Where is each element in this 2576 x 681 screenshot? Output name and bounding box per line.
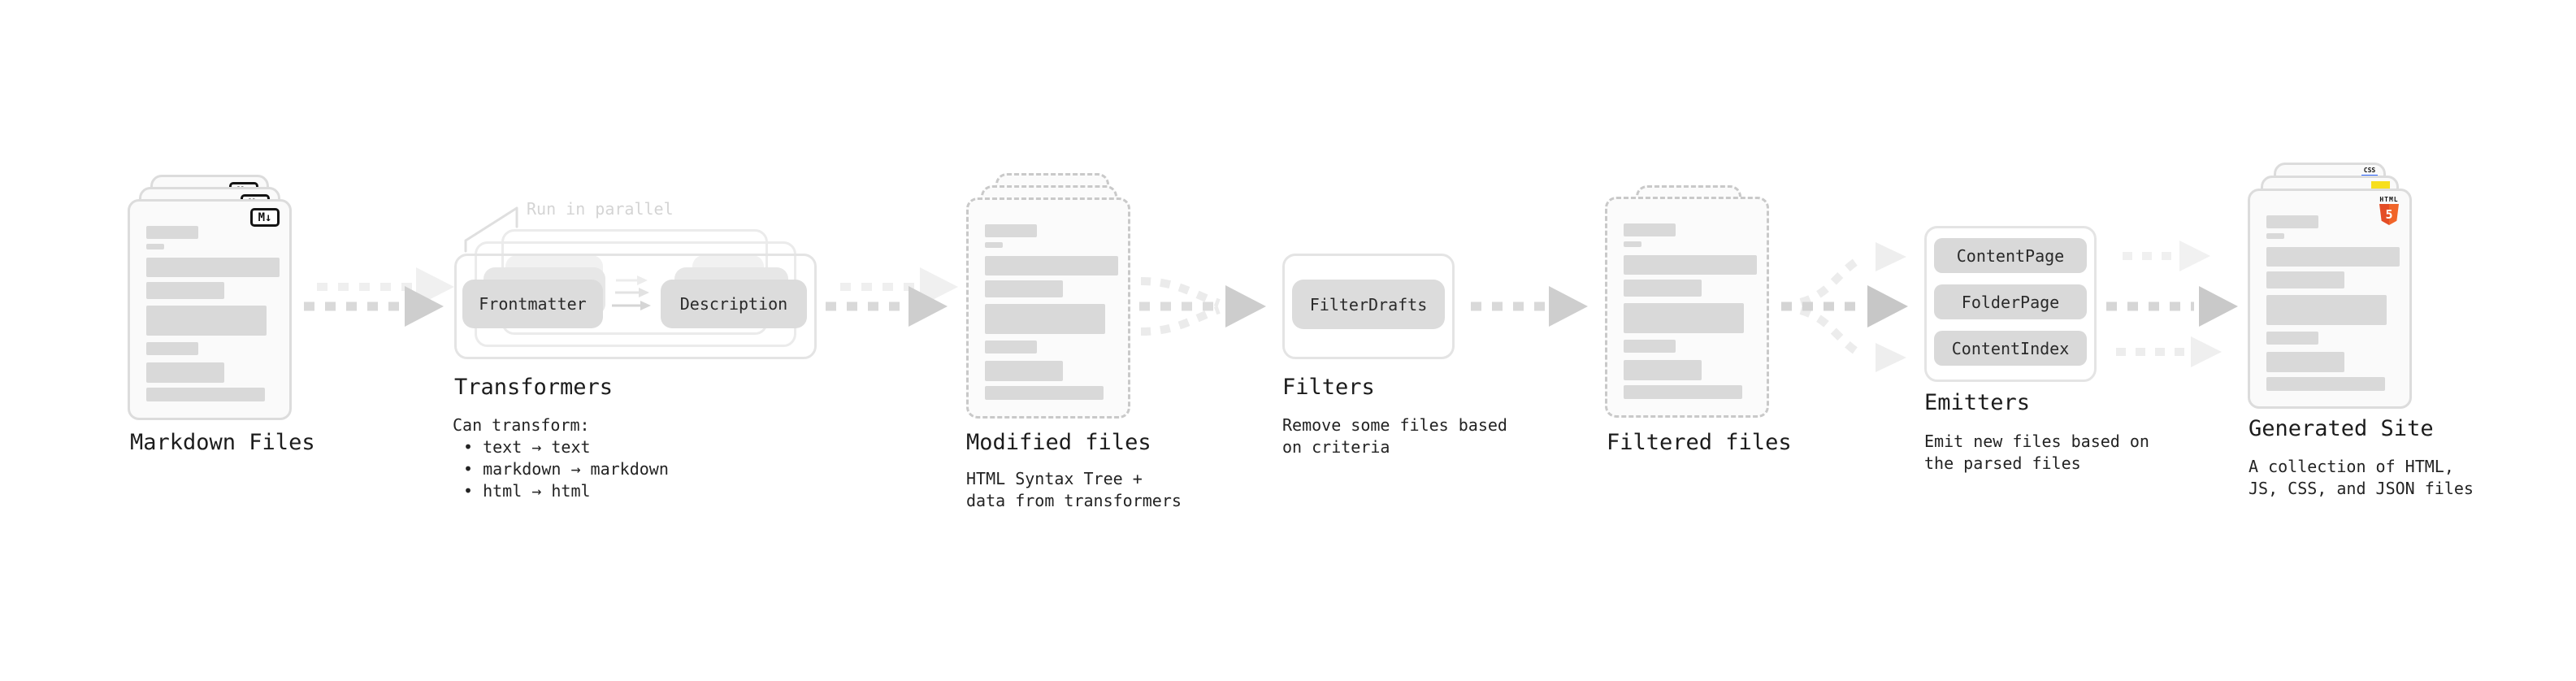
placeholder-bar xyxy=(985,340,1037,354)
run-in-parallel-annotation: Run in parallel xyxy=(527,199,674,219)
arrow-markdown-to-transformers xyxy=(304,267,454,327)
filters-desc: Remove some files based xyxy=(1282,415,1507,435)
transformers-heading: Transformers xyxy=(454,375,614,400)
placeholder-bar xyxy=(985,361,1063,381)
placeholder-bar xyxy=(985,386,1104,400)
arrow-emitters-to-generated xyxy=(2106,241,2238,367)
frontmatter-pill: Frontmatter xyxy=(462,280,603,328)
emitters-desc: the parsed files xyxy=(1924,453,2081,473)
generated-site-desc: A collection of HTML, xyxy=(2249,457,2454,476)
placeholder-bar xyxy=(2266,215,2318,228)
placeholder-bar xyxy=(985,256,1118,275)
filterdrafts-pill: FilterDrafts xyxy=(1292,280,1445,329)
placeholder-bar xyxy=(146,362,224,383)
placeholder-bar xyxy=(2266,377,2385,391)
modified-files-desc: HTML Syntax Tree + xyxy=(966,469,1143,488)
contentpage-pill: ContentPage xyxy=(1934,238,2087,273)
description-pill: Description xyxy=(661,280,807,328)
modified-file-card-front xyxy=(966,197,1130,419)
generated-file-card-front: HTML 5 xyxy=(2248,189,2412,409)
contentindex-pill: ContentIndex xyxy=(1934,331,2087,366)
emitters-desc: Emit new files based on xyxy=(1924,432,2149,451)
placeholder-bar xyxy=(146,306,267,336)
arrow-modified-to-filters xyxy=(1139,277,1266,336)
placeholder-bar xyxy=(2266,332,2318,345)
filtered-file-card-front xyxy=(1605,197,1769,418)
generated-site-desc: JS, CSS, and JSON files xyxy=(2249,479,2474,498)
arrow-transformers-to-modified xyxy=(826,267,958,327)
arrow-filtered-to-emitters xyxy=(1781,242,1908,372)
arrow-frontmatter-to-description xyxy=(612,275,651,310)
html5-icon: HTML 5 xyxy=(2379,196,2400,225)
placeholder-bar xyxy=(1624,303,1744,333)
transformers-bullet: • html → html xyxy=(463,481,591,501)
placeholder-bar xyxy=(1624,340,1676,353)
placeholder-bar xyxy=(1624,385,1742,399)
placeholder-bar xyxy=(146,388,265,401)
placeholder-bar xyxy=(1624,280,1702,297)
run-in-parallel-callout-line xyxy=(464,206,518,253)
placeholder-bar xyxy=(1624,223,1676,236)
modified-files-label: Modified files xyxy=(966,430,1151,455)
placeholder-bar xyxy=(985,280,1063,297)
placeholder-bar xyxy=(985,304,1105,334)
filters-heading: Filters xyxy=(1282,375,1375,400)
placeholder-bar xyxy=(146,282,224,299)
placeholder-bar xyxy=(2266,247,2400,267)
placeholder-bar xyxy=(146,244,164,249)
filters-desc: on criteria xyxy=(1282,437,1390,457)
placeholder-bar xyxy=(2266,352,2344,372)
transformers-bullet: • markdown → markdown xyxy=(463,459,669,479)
arrow-filters-to-filtered xyxy=(1471,286,1588,327)
placeholder-bar xyxy=(985,242,1003,248)
placeholder-bar xyxy=(985,224,1037,237)
filtered-files-label: Filtered files xyxy=(1607,430,1792,455)
transformers-desc-title: Can transform: xyxy=(453,415,590,435)
placeholder-bar xyxy=(146,226,198,239)
markdown-file-card-front: M↓ xyxy=(128,199,292,420)
placeholder-bar xyxy=(2266,271,2344,288)
markdown-icon: M↓ xyxy=(250,208,280,227)
filters-card xyxy=(1282,254,1455,359)
transformer-card-front xyxy=(454,254,817,359)
placeholder-bar xyxy=(1624,360,1702,380)
placeholder-bar xyxy=(2266,233,2284,239)
placeholder-bar xyxy=(146,342,198,355)
emitters-heading: Emitters xyxy=(1924,390,2031,415)
markdown-files-label: Markdown Files xyxy=(130,430,315,455)
emitters-card xyxy=(1924,226,2097,382)
placeholder-bar xyxy=(1624,255,1757,275)
generated-site-label: Generated Site xyxy=(2249,416,2434,441)
placeholder-bar xyxy=(146,258,280,277)
folderpage-pill: FolderPage xyxy=(1934,284,2087,319)
placeholder-bar xyxy=(1624,241,1641,247)
modified-files-desc: data from transformers xyxy=(966,491,1182,510)
placeholder-bar xyxy=(2266,295,2387,325)
transformers-bullet: • text → text xyxy=(463,437,591,457)
